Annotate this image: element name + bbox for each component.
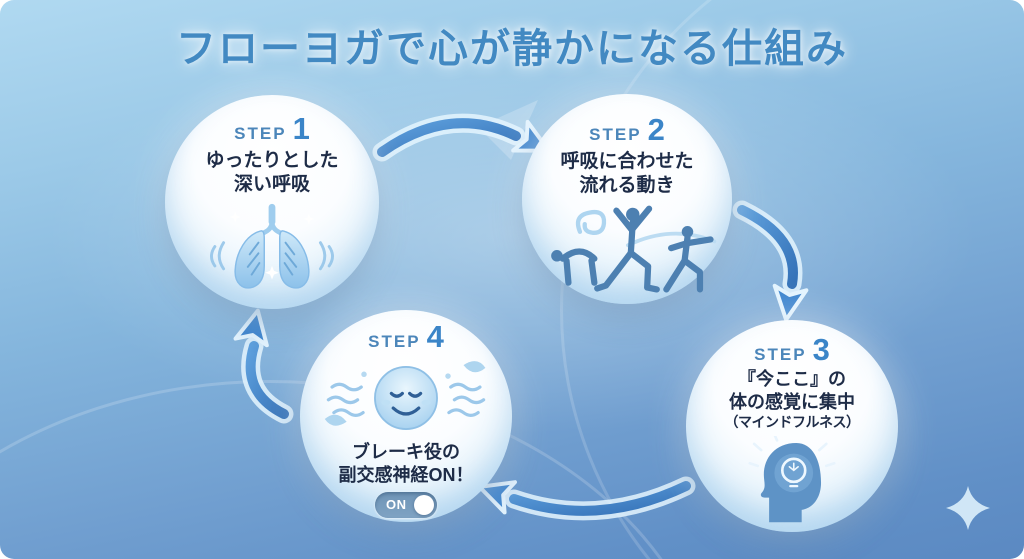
step-label: STEP: [234, 124, 287, 143]
on-toggle[interactable]: ON: [375, 492, 437, 518]
step-number: 2: [647, 112, 665, 147]
sparkle-icon: [946, 486, 990, 530]
step-2-text: 呼吸に合わせた 流れる動き: [560, 151, 694, 197]
step-1-text: ゆったりとした 深い呼吸: [205, 150, 339, 196]
step-3-card: STEP 3 『今ここ』の 体の感覚に集中 （マインドフルネス）: [686, 320, 898, 532]
step-number: 4: [426, 319, 444, 354]
arrow-step2-to-step3-icon: [732, 200, 809, 322]
step-3-text: 『今ここ』の 体の感覚に集中 （マインドフルネス）: [724, 369, 861, 431]
step-2-header: STEP 2: [589, 112, 665, 147]
step-1-header: STEP 1: [234, 111, 310, 146]
step-2-card: STEP 2 呼吸に合わせた 流れる動き: [522, 94, 732, 304]
step-label: STEP: [368, 332, 421, 351]
step-number: 1: [292, 111, 310, 146]
on-toggle-knob: [414, 495, 434, 515]
arrow-step3-to-step4-icon: [477, 476, 696, 521]
on-toggle-label: ON: [386, 497, 407, 512]
step-number: 3: [812, 332, 830, 367]
arrow-step4-to-step1-icon: [233, 308, 294, 424]
step-4-text: ブレーキ役の 副交感神経ON！: [338, 442, 474, 485]
step-4-card: STEP 4: [300, 310, 512, 522]
calm-face-icon: [324, 361, 486, 430]
step-3-header: STEP 3: [754, 332, 830, 367]
lungs-icon: [210, 203, 334, 289]
step-label: STEP: [754, 345, 807, 364]
mindful-head-bulb-icon: [748, 435, 836, 523]
step-1-card: STEP 1 ゆったりとした 深い呼吸: [165, 95, 379, 309]
page-title: フローヨガで心が静かになる仕組み: [176, 27, 848, 71]
step-4-header: STEP 4: [368, 319, 444, 354]
background-facet: [478, 100, 538, 160]
step-label: STEP: [589, 125, 642, 144]
yoga-flow-icon: [551, 205, 717, 293]
